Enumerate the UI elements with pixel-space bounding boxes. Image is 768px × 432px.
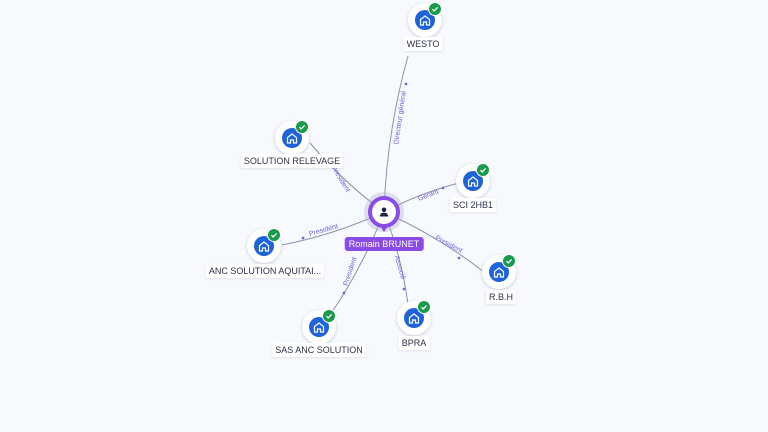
company-building-icon <box>415 10 435 30</box>
company-building-icon <box>404 308 424 328</box>
company-label-westo[interactable]: WESTO <box>403 37 443 51</box>
company-label-bpra[interactable]: BPRA <box>398 336 430 350</box>
edge-label-solution-relevage: President <box>329 165 351 194</box>
company-building-icon <box>309 317 329 337</box>
verified-check-icon <box>322 309 336 323</box>
company-label-sas-anc-solution[interactable]: SAS ANC SOLUTION <box>272 343 366 357</box>
company-node-sci-2hb1[interactable] <box>456 163 490 198</box>
verified-check-icon <box>417 300 431 314</box>
center-pin <box>368 196 400 228</box>
company-node-sas-anc-solution[interactable] <box>302 309 336 344</box>
pin-tip <box>380 226 388 232</box>
company-label-rbh[interactable]: R.B.H <box>485 290 517 304</box>
company-label-sci-2hb1[interactable]: SCI 2HB1 <box>449 198 497 212</box>
company-node-rbh[interactable] <box>482 254 516 289</box>
edge-arrow-anc-solution-aquitaine <box>301 236 305 240</box>
edge-arrow-bpra <box>402 287 406 291</box>
center-person-node[interactable] <box>364 192 404 232</box>
edge-label-anc-solution-aquitaine: President <box>308 223 338 238</box>
edge-label-rbh: President <box>434 235 463 255</box>
verified-check-icon <box>476 163 490 177</box>
company-building-icon <box>489 262 509 282</box>
verified-check-icon <box>267 228 281 242</box>
company-node-bpra[interactable] <box>397 300 431 335</box>
company-label-solution-relevage[interactable]: SOLUTION RELEVAGE <box>240 154 344 168</box>
company-node-solution-relevage[interactable] <box>275 120 309 155</box>
verified-check-icon <box>295 120 309 134</box>
edge-arrow-sas-anc-solution <box>342 291 346 295</box>
edge-arrow-rbh <box>457 256 461 260</box>
edges-layer: Directeur généralPresidentGérantPresiden… <box>281 55 485 319</box>
company-label-anc-solution-aquitaine[interactable]: ANC SOLUTION AQUITAI... <box>205 264 325 278</box>
company-node-anc-solution-aquitaine[interactable] <box>247 228 281 263</box>
company-building-icon <box>254 236 274 256</box>
company-building-icon <box>282 128 302 148</box>
edge-arrow-sci-2hb1 <box>441 186 445 190</box>
company-node-westo[interactable] <box>408 2 442 37</box>
edge-westo <box>383 55 409 213</box>
edge-label-sci-2hb1: Gérant <box>417 188 440 203</box>
center-person-label[interactable]: Romain BRUNET <box>344 237 424 251</box>
edge-arrow-westo <box>404 82 408 86</box>
edge-label-bpra: Associé <box>393 255 407 281</box>
person-icon <box>372 200 396 224</box>
verified-check-icon <box>502 254 516 268</box>
edge-label-westo: Directeur général <box>393 90 407 145</box>
verified-check-icon <box>428 2 442 16</box>
company-building-icon <box>463 171 483 191</box>
